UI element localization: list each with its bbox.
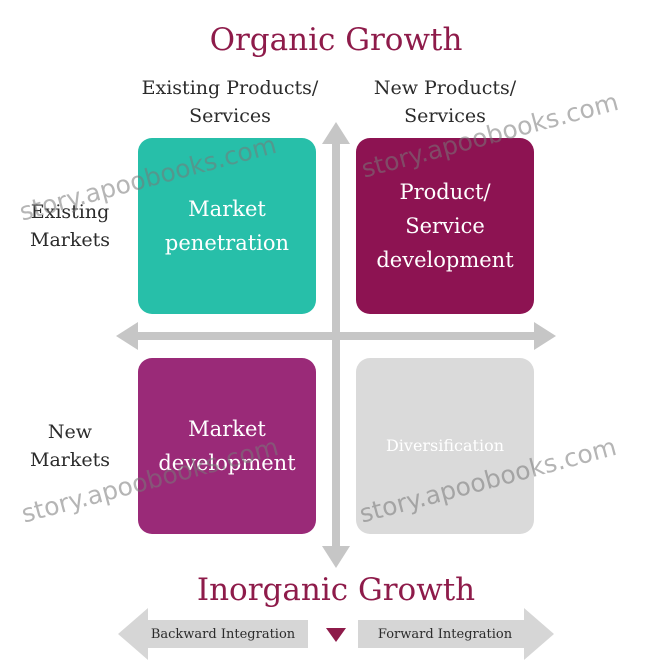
row-header-new-markets: New Markets — [10, 418, 130, 474]
row-header-line: Markets — [29, 229, 110, 251]
column-header-line: Services — [404, 105, 486, 127]
cell-label: Service — [405, 214, 485, 238]
column-header-line: New Products/ — [373, 77, 517, 99]
integration-marker-icon — [326, 628, 346, 642]
column-header-existing-products: Existing Products/ Services — [130, 74, 330, 130]
row-header-line: New — [47, 421, 93, 443]
horizontal-axis-arrow-left — [116, 322, 138, 350]
cell-label: Market — [188, 417, 266, 441]
horizontal-axis-arrow-right — [534, 322, 556, 350]
cell-label: Market — [188, 197, 266, 221]
cell-label: development — [376, 248, 514, 272]
cell-market-development: Market development — [138, 358, 316, 534]
cell-label: Product/ — [399, 180, 491, 204]
row-header-line: Existing — [30, 201, 110, 223]
label-forward-integration: Forward Integration — [377, 627, 513, 642]
label-backward-integration: Backward Integration — [150, 627, 296, 642]
cell-market-penetration: Market penetration — [138, 138, 316, 314]
column-header-line: Existing Products/ — [141, 77, 319, 99]
column-header-new-products: New Products/ Services — [350, 74, 540, 130]
cell-product-service-development: Product/ Service development — [356, 138, 534, 314]
column-header-line: Services — [189, 105, 271, 127]
cell-label: Diversification — [385, 436, 505, 455]
vertical-axis-arrow-down — [322, 546, 350, 568]
cell-label: penetration — [164, 231, 290, 255]
cell-label: development — [158, 451, 296, 475]
title-inorganic-growth: Inorganic Growth — [196, 572, 476, 608]
row-header-existing-markets: Existing Markets — [10, 198, 130, 254]
row-header-line: Markets — [29, 449, 110, 471]
vertical-axis-arrow-up — [322, 122, 350, 144]
cell-diversification: Diversification — [356, 358, 534, 534]
title-organic-growth: Organic Growth — [209, 22, 463, 58]
